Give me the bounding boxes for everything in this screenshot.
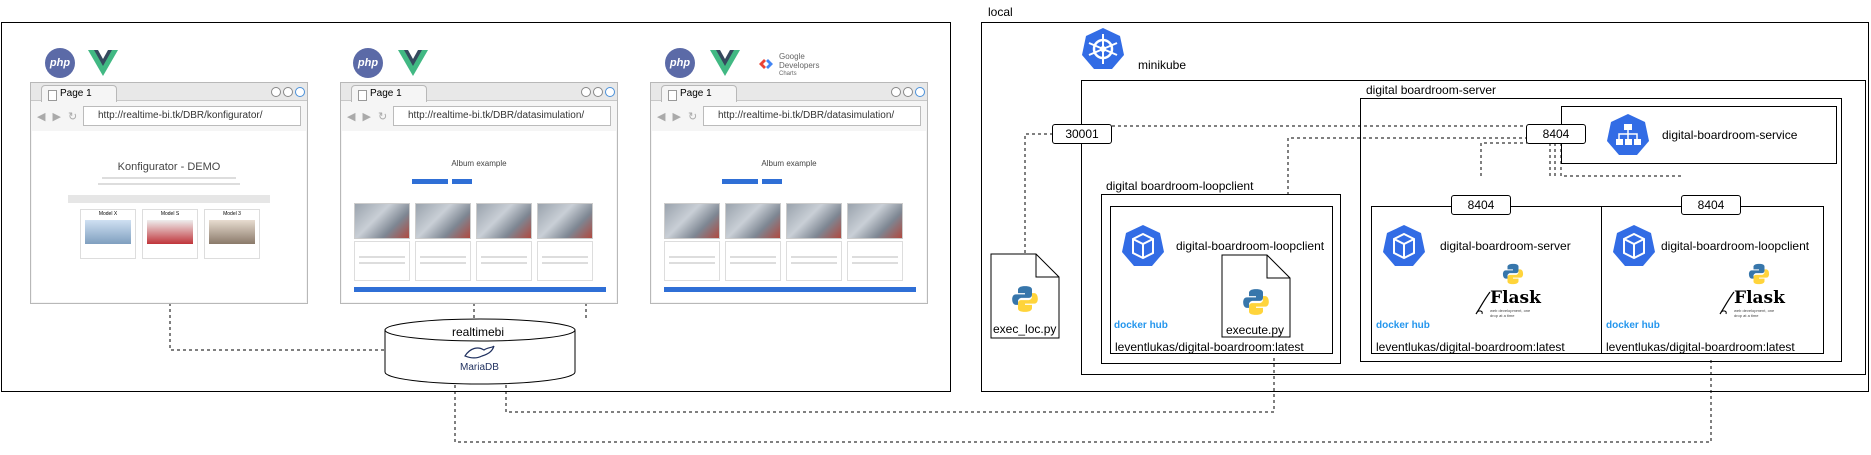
pod-label: digital-boardroom-loopclient — [1661, 239, 1810, 253]
kubernetes-service-icon — [1607, 114, 1649, 155]
kubernetes-icon — [1082, 28, 1124, 69]
server-namespace-frame — [1360, 98, 1842, 362]
service-port-badge: 8404 — [1526, 124, 1586, 144]
php-icon: php — [665, 48, 695, 78]
dockerhub-icon: docker hub — [1114, 320, 1168, 331]
pod-image: leventlukas/digital-boardroom:latest — [1376, 340, 1565, 354]
pod-image: leventlukas/digital-boardroom:latest — [1606, 340, 1795, 354]
mariadb-label: MariaDB — [460, 362, 499, 373]
window-button[interactable] — [271, 87, 281, 97]
model-card[interactable]: Model 3 — [204, 209, 260, 259]
loopclient-namespace-frame — [1101, 194, 1341, 364]
page-title: Album example — [761, 159, 817, 168]
flask-horn-icon — [1719, 291, 1735, 315]
window-button[interactable] — [581, 87, 591, 97]
python-icon — [1012, 286, 1038, 312]
browser-window-datasimulation: Page 1 ◀ ▶ ↻ http://realtime-bi.tk/DBR/d… — [340, 82, 618, 304]
execute-file-label: execute.py — [1226, 323, 1285, 337]
local-frame — [981, 22, 1869, 392]
minikube-label: minikube — [1138, 58, 1187, 72]
pod-loopclient — [1110, 206, 1333, 354]
window-button[interactable] — [903, 87, 913, 97]
page-title: Konfigurator - DEMO — [117, 161, 221, 173]
window-button[interactable] — [605, 87, 615, 97]
exec-file-label: exec_loc.py — [993, 322, 1057, 336]
url-bar[interactable]: http://realtime-bi.tk/DBR/konfigurator/ — [83, 106, 301, 126]
window-button[interactable] — [915, 87, 925, 97]
window-button[interactable] — [295, 87, 305, 97]
model-card[interactable]: Model X — [80, 209, 136, 259]
php-icon: php — [45, 48, 75, 78]
flask-logo: Flask — [1490, 288, 1541, 308]
kubernetes-pod-icon — [1383, 225, 1425, 266]
dockerhub-icon: docker hub — [1606, 320, 1660, 331]
pod-label: digital-boardroom-server — [1440, 239, 1571, 253]
window-button[interactable] — [593, 87, 603, 97]
google-developers-text: Google Developers Charts — [779, 52, 820, 77]
browser-window-datasimulation-charts: Page 1 ◀ ▶ ↻ http://realtime-bi.tk/DBR/d… — [650, 82, 928, 304]
nav-arrows-icon[interactable]: ◀ ▶ ↻ — [347, 111, 390, 123]
minikube-frame — [1081, 80, 1866, 375]
mariadb-seal-icon — [464, 345, 495, 359]
browser-window-konfigurator: Page 1 ◀ ▶ ↻ http://realtime-bi.tk/DBR/k… — [30, 82, 308, 304]
vue-icon — [88, 50, 118, 76]
vue-icon — [710, 50, 740, 76]
service-box — [1561, 106, 1837, 164]
nav-arrows-icon[interactable]: ◀ ▶ ↻ — [37, 111, 80, 123]
url-bar[interactable]: http://realtime-bi.tk/DBR/datasimulation… — [393, 106, 611, 126]
browser-tab[interactable]: Page 1 — [661, 85, 737, 102]
browser-tab[interactable]: Page 1 — [351, 85, 427, 102]
kubernetes-pod-icon — [1122, 225, 1164, 266]
window-button[interactable] — [283, 87, 293, 97]
server-namespace-label: digital boardroom-server — [1366, 83, 1497, 97]
flask-tagline: web development, one drop at a time — [1734, 308, 1775, 318]
flask-logo: Flask — [1734, 288, 1785, 308]
google-developers-icon — [759, 59, 773, 69]
page-content: Album example — [342, 131, 616, 302]
browser-tab[interactable]: Page 1 — [41, 85, 117, 102]
pod-port-badge: 8404 — [1451, 195, 1511, 215]
pod-label: digital-boardroom-loopclient — [1176, 239, 1325, 253]
dockerhub-icon: docker hub — [1376, 320, 1430, 331]
url-bar[interactable]: http://realtime-bi.tk/DBR/datasimulation… — [703, 106, 921, 126]
flask-tagline: web development, one drop at a time — [1490, 308, 1531, 318]
python-icon — [1502, 263, 1524, 285]
nodeport-badge: 30001 — [1052, 124, 1112, 144]
flask-horn-icon — [1475, 291, 1491, 315]
page-content: Konfigurator - DEMO Model X Model S Mode… — [32, 131, 306, 302]
php-icon: php — [353, 48, 383, 78]
pod-image: leventlukas/digital-boardroom:latest — [1115, 340, 1304, 354]
local-label: local — [988, 5, 1013, 19]
python-icon — [1243, 289, 1269, 315]
python-icon — [1748, 263, 1770, 285]
left-frame — [1, 22, 951, 392]
service-label: digital-boardroom-service — [1662, 128, 1798, 142]
model-card[interactable]: Model S — [142, 209, 198, 259]
kubernetes-pod-icon — [1613, 225, 1655, 266]
page-title: Album example — [451, 159, 507, 168]
pod-port-badge: 8404 — [1681, 195, 1741, 215]
database-label: realtimebi — [452, 325, 505, 339]
window-button[interactable] — [891, 87, 901, 97]
vue-icon — [398, 50, 428, 76]
page-content: Album example — [652, 131, 926, 302]
loopclient-namespace-label: digital boardroom-loopclient — [1106, 179, 1254, 193]
nav-arrows-icon[interactable]: ◀ ▶ ↻ — [657, 111, 700, 123]
